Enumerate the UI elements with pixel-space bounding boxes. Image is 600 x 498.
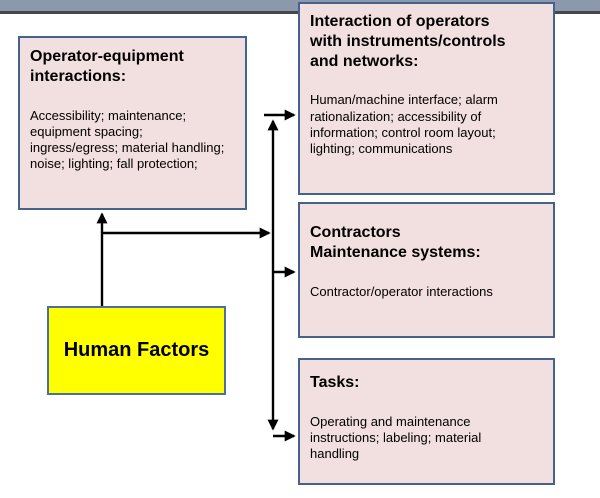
- box-tasks-body: Operating and maintenance instructions; …: [310, 413, 482, 462]
- box-contractors-maintenance-body: Contractor/operator interactions: [310, 283, 493, 299]
- box-operator-equipment: Operator-equipment interactions: Accessi…: [18, 36, 247, 210]
- human-factors-label: Human Factors: [63, 339, 210, 361]
- box-operator-equipment-title: Operator-equipment interactions:: [30, 48, 184, 85]
- box-tasks: Tasks: Operating and maintenance instruc…: [298, 358, 555, 485]
- box-instruments-controls-title: Interaction of operators with instrument…: [310, 13, 506, 70]
- box-contractors-maintenance-title: Contractors Maintenance systems:: [310, 224, 481, 261]
- box-human-factors-hub: Human Factors: [47, 306, 226, 395]
- box-instruments-controls: Interaction of operators with instrument…: [298, 2, 555, 195]
- box-contractors-maintenance: Contractors Maintenance systems: Contrac…: [298, 202, 555, 338]
- box-instruments-controls-body: Human/machine interface; alarm rationali…: [310, 92, 498, 157]
- box-tasks-title: Tasks:: [310, 374, 360, 391]
- box-operator-equipment-body: Accessibility; maintenance; equipment sp…: [30, 107, 225, 172]
